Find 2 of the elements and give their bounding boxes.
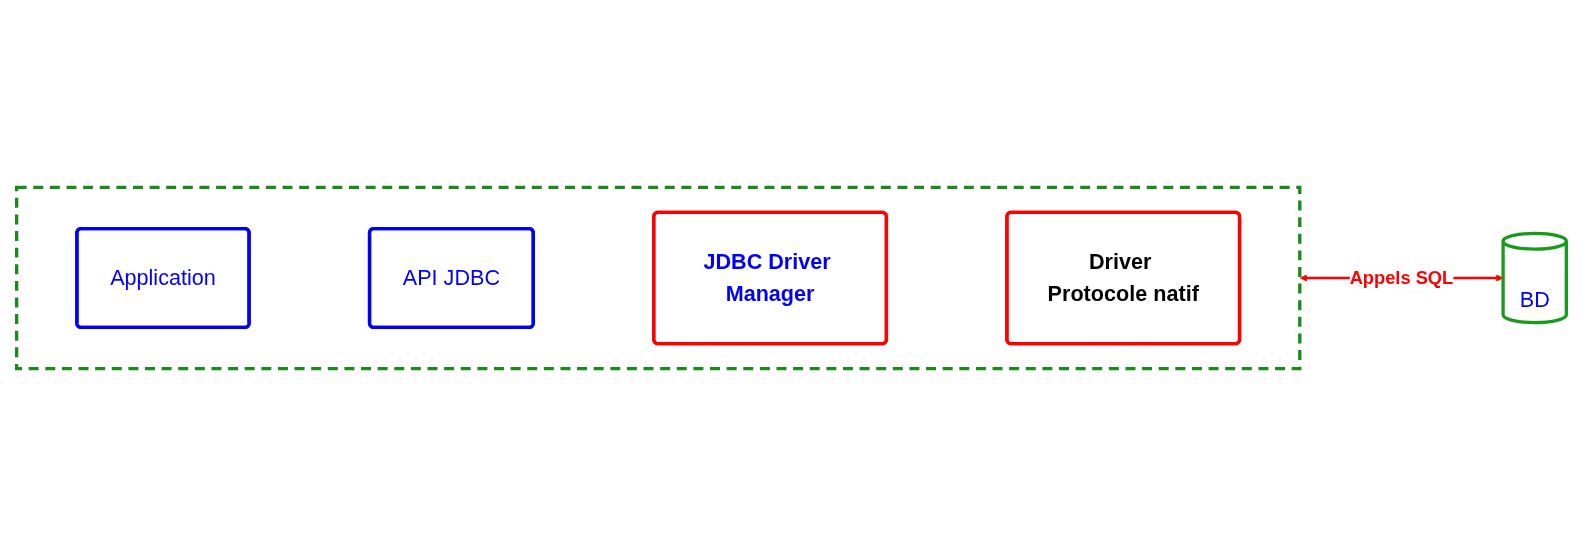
edge-label: Appels SQL — [1349, 267, 1454, 289]
cluster — [15, 185, 1302, 371]
